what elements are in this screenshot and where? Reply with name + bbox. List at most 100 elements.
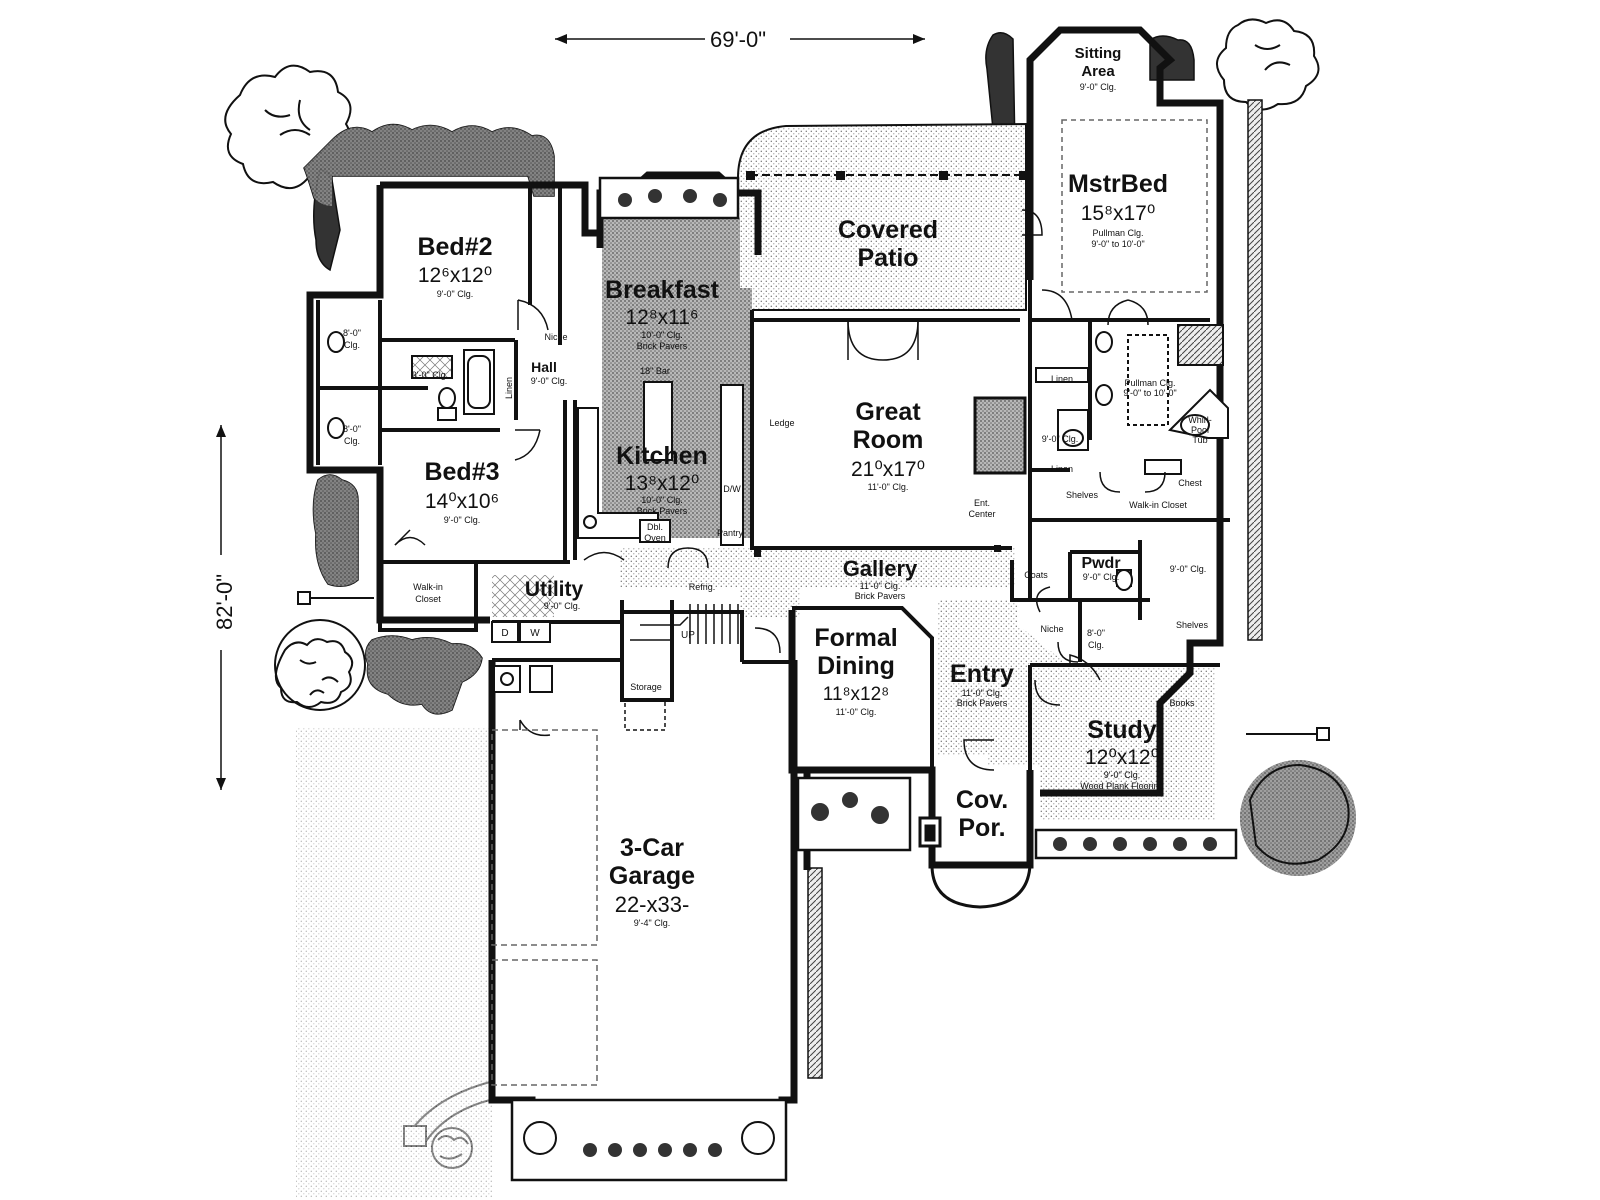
books-label: Books (1169, 698, 1195, 708)
pwdr-side-clg-b: Clg. (1088, 640, 1104, 650)
cov-por-name-1: Cov. (956, 786, 1008, 814)
bed3-size: 14⁰x10⁶ (425, 490, 499, 513)
gallery-clg: 11'-0" Clg. (860, 581, 901, 591)
sitting-area-name-2: Area (1081, 63, 1115, 80)
hall-clg: 9'-0" Clg. (531, 376, 567, 386)
bath-clg-3: 9'-0" Clg. (412, 370, 448, 380)
dbl-oven-label-2: Oven (644, 533, 666, 543)
bed2-name: Bed#2 (417, 233, 492, 261)
width-dimension-label: 69'-0" (710, 27, 766, 52)
formal-dining-size: 11⁸x12⁸ (823, 684, 889, 705)
breakfast-floor: Brick Pavers (637, 341, 688, 351)
stairs (624, 604, 739, 731)
kitchen-name: Kitchen (616, 442, 708, 470)
washer-label: W (530, 628, 540, 639)
linen-label-hall: Linen (504, 377, 514, 399)
great-room-name-2: Room (853, 426, 924, 454)
ledge-label: Ledge (769, 418, 794, 428)
niche-label-bed2: Niche (544, 332, 567, 342)
bed2-size: 12⁶x12⁰ (418, 264, 492, 287)
walkin-closet-name-2: Closet (415, 594, 441, 604)
gallery-floor: Brick Pavers (855, 591, 906, 601)
breakfast-name: Breakfast (605, 276, 720, 304)
breakfast-clg: 10'-0" Clg. (641, 330, 682, 340)
kitchen-clg: 10'-0" Clg. (641, 495, 682, 505)
pwdr-side-clg: 8'-0" (1087, 628, 1105, 638)
great-room-size: 21⁰x17⁰ (851, 458, 925, 481)
entry-floor: Brick Pavers (957, 698, 1008, 708)
formal-dining-name-2: Dining (817, 652, 895, 680)
sitting-area-name-1: Sitting (1075, 45, 1122, 62)
study-floor: Wood Plank Flooring (1080, 781, 1163, 791)
refrig-label: Refrig. (689, 582, 716, 592)
entry-clg: 11'-0" Clg. (962, 688, 1003, 698)
linen-label-master-1: Linen (1051, 374, 1073, 384)
doors (394, 209, 1166, 771)
breakfast-size: 12⁸x11⁶ (625, 306, 698, 329)
depth-dimension: 82'-0" (212, 425, 237, 790)
utility-fixtures (491, 621, 553, 693)
niche-label-entry: Niche (1040, 624, 1063, 634)
study-clg: 9'-0" Clg. (1104, 770, 1140, 780)
master-bath-clg: Pullman Clg. (1124, 378, 1175, 388)
interior-walls (316, 185, 1230, 825)
bed3-name: Bed#3 (424, 458, 499, 486)
mstrbed-size: 15⁸x17⁰ (1081, 202, 1156, 225)
garage-clg: 9'-4" Clg. (634, 918, 670, 928)
pwdr-name: Pwdr (1081, 555, 1120, 572)
mstrbed-note-2: 9'-0" to 10'-0" (1091, 239, 1144, 249)
planter-plants (523, 189, 1217, 1157)
great-room-clg: 11'-0" Clg. (868, 482, 909, 492)
master-bath-clg-2: 9'-0" to 10'-0" (1123, 388, 1176, 398)
bed3-clg: 9'-0" Clg. (444, 515, 480, 525)
dbl-oven-label-1: Dbl. (647, 522, 663, 532)
width-dimension: 69'-0" (555, 27, 925, 52)
shelves-label-1: Shelves (1066, 490, 1099, 500)
shelves-label-2: Shelves (1176, 620, 1209, 630)
tub-label-3: Tub (1192, 435, 1207, 445)
garage-size: 22-x33- (615, 892, 690, 917)
utility-clg: 9'-0" Clg. (544, 601, 580, 611)
covered-patio-name-2: Patio (857, 244, 918, 272)
master-bath-fixtures (1035, 324, 1229, 475)
tree-top-right (1216, 18, 1320, 111)
linen-label-master-2: Linen (1051, 464, 1073, 474)
shrub-texture (304, 124, 554, 714)
kitchen-counters (577, 381, 744, 546)
mstrbed-note-1: Pullman Clg. (1092, 228, 1143, 238)
bath-clg-2: 8'-0" (343, 424, 361, 434)
covered-patio-name-1: Covered (838, 216, 938, 244)
garage-doors (491, 729, 598, 1086)
walkin-closet-name-1: Walk-in (413, 582, 443, 592)
dw-label: D/W (723, 484, 741, 494)
tub-label-2: Pool (1191, 425, 1209, 435)
garage-name-2: Garage (609, 862, 695, 890)
bath-clg-1b: Clg. (344, 340, 360, 350)
tree-left (274, 619, 366, 711)
room-labels: Sitting Area 9'-0" Clg. MstrBed 15⁸x17⁰ … (413, 45, 1212, 928)
tree-right (1240, 760, 1356, 876)
gallery-name: Gallery (843, 556, 918, 581)
master-tray-ceiling (1061, 119, 1208, 293)
brick-edging (807, 99, 1263, 1079)
bed2-clg: 9'-0" Clg. (437, 289, 473, 299)
small-labels: Niche Niche Linen Linen Linen Ledge Pant… (343, 328, 1208, 708)
cov-por-name-2: Por. (958, 814, 1005, 842)
entry-name: Entry (950, 660, 1014, 688)
master-closet-name: Walk-in Closet (1129, 500, 1187, 510)
storage-label: Storage (630, 682, 662, 692)
mstrbed-name: MstrBed (1068, 170, 1168, 198)
utility-name: Utility (525, 578, 584, 601)
formal-dining-clg: 11'-0" Clg. (836, 707, 877, 717)
formal-dining-name-1: Formal (814, 624, 897, 652)
depth-dimension-label: 82'-0" (212, 574, 237, 630)
side-posts (297, 591, 1330, 741)
garage-name-1: 3-Car (620, 834, 684, 862)
master-wc-clg: 9'-0" Clg. (1042, 434, 1078, 444)
kitchen-floor: Brick Pavers (637, 506, 688, 516)
bath-clg-1: 8'-0" (343, 328, 361, 338)
bath-clg-2b: Clg. (344, 436, 360, 446)
tub-label-1: Whirl- (1188, 415, 1212, 425)
pwdr-clg: 9'-0" Clg. (1083, 572, 1119, 582)
